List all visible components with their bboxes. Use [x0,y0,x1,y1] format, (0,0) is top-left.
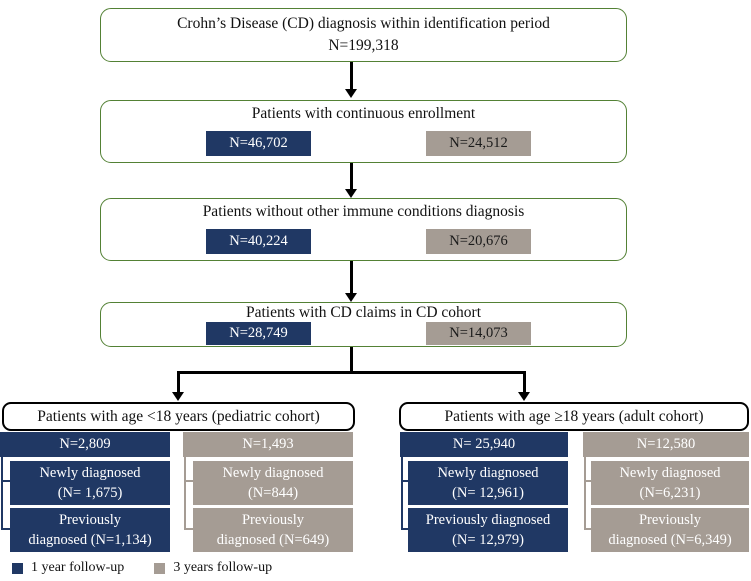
pediatric-1year-newly: Newly diagnosed (N= 1,675) [10,461,170,505]
adult-3years-previously-label: Previously [638,512,702,528]
adult-1year-previously-label: Previously diagnosed [425,512,551,528]
branch-bar [177,371,526,374]
adult-1year-newly-n: (N= 12,961) [452,485,524,501]
pediatric-3years-newly-n: (N=844) [247,485,299,501]
pediatric-1year-previously: Previously diagnosed (N=1,134) [10,508,170,552]
legend-item-1year: 1 year follow-up [12,560,124,576]
pediatric-1year-newly-n: (N= 1,675) [57,485,123,501]
pediatric-1year-bracket [1,444,3,530]
branch-left-stem [177,371,180,392]
pediatric-3years-previously: Previously diagnosed (N=649) [193,508,353,552]
down-arrow-icon [345,189,357,198]
enrollment-n-3years: N=24,512 [426,131,531,156]
pediatric-1year-previously-label: Previously [58,512,122,528]
adult-3years-previously-n: diagnosed (N=6,349) [608,532,732,548]
pediatric-3years-previously-label: Previously [241,512,305,528]
adult-1year-bracket [401,528,409,530]
pediatric-cohort-header: Patients with age <18 years (pediatric c… [2,402,355,431]
pediatric-3years-newly-label: Newly diagnosed [222,465,324,481]
flow-box-continuous-enrollment-title: Patients with continuous enrollment [251,105,476,122]
flow-box-cd-claims-title: Patients with CD claims in CD cohort [245,304,482,321]
adult-3years-newly: Newly diagnosed (N=6,231) [591,461,749,505]
branch-stem [350,347,353,374]
no-immune-n-3years: N=20,676 [426,229,531,254]
flow-box-no-immune-conditions-title: Patients without other immune conditions… [202,203,525,220]
adult-cohort-header: Patients with age ≥18 years (adult cohor… [399,402,749,431]
adult-3years-n: N=12,580 [583,432,749,457]
pediatric-3years-bracket [184,528,194,530]
down-arrow-icon [345,293,357,302]
pediatric-1year-bracket [1,480,11,482]
flow-box-cd-diagnosis-title: Crohn’s Disease (CD) diagnosis within id… [177,15,550,32]
pediatric-1year-n: N=2,809 [0,432,170,457]
pediatric-1year-newly-label: Newly diagnosed [39,465,141,481]
flow-box-no-immune-conditions: Patients without other immune conditions… [100,198,627,261]
down-arrow-icon [172,392,184,401]
adult-3years-bracket [584,528,592,530]
pediatric-3years-bracket [184,444,186,530]
flow-box-cd-diagnosis: Crohn’s Disease (CD) diagnosis within id… [100,8,627,62]
adult-3years-newly-label: Newly diagnosed [619,465,721,481]
pediatric-3years-n: N=1,493 [183,432,353,457]
pediatric-1year-previously-n: diagnosed (N=1,134) [28,532,152,548]
enrollment-n-1year: N=46,702 [206,131,311,156]
pediatric-3years-newly: Newly diagnosed (N=844) [193,461,353,505]
down-arrow-icon [345,89,357,98]
adult-3years-bracket [584,444,586,530]
legend-3years-swatch-icon [154,562,166,574]
adult-3years-newly-n: (N=6,231) [639,485,701,501]
adult-1year-previously: Previously diagnosed (N= 12,979) [408,508,568,552]
adult-3years-bracket [584,480,592,482]
down-arrow-stem [350,62,353,89]
adult-1year-n: N= 25,940 [400,432,568,457]
pediatric-1year-bracket [1,528,11,530]
flow-box-cd-claims: Patients with CD claims in CD cohort N=2… [100,302,627,347]
flow-box-continuous-enrollment: Patients with continuous enrollment N=46… [100,100,627,163]
adult-1year-bracket [401,480,409,482]
legend-item-3years: 3 years follow-up [154,560,272,576]
legend-1year-label: 1 year follow-up [31,560,125,575]
branch-right-stem [523,371,526,392]
down-arrow-stem [350,163,353,189]
adult-1year-newly-label: Newly diagnosed [437,465,539,481]
legend-1year-swatch-icon [12,562,23,574]
adult-1year-bracket [401,444,403,530]
pediatric-3years-bracket [184,480,194,482]
down-arrow-icon [518,392,530,401]
legend: 1 year follow-up 3 years follow-up [12,560,272,576]
adult-1year-previously-n: (N= 12,979) [452,532,524,548]
down-arrow-stem [350,261,353,293]
cd-claims-n-3years: N=14,073 [426,322,531,345]
no-immune-n-1year: N=40,224 [206,229,311,254]
legend-3years-label: 3 years follow-up [173,560,273,575]
adult-3years-previously: Previously diagnosed (N=6,349) [591,508,749,552]
cd-claims-n-1year: N=28,749 [206,322,311,345]
pediatric-3years-previously-n: diagnosed (N=649) [216,532,330,548]
adult-1year-newly: Newly diagnosed (N= 12,961) [408,461,568,505]
flow-box-cd-diagnosis-n: N=199,318 [328,37,399,54]
